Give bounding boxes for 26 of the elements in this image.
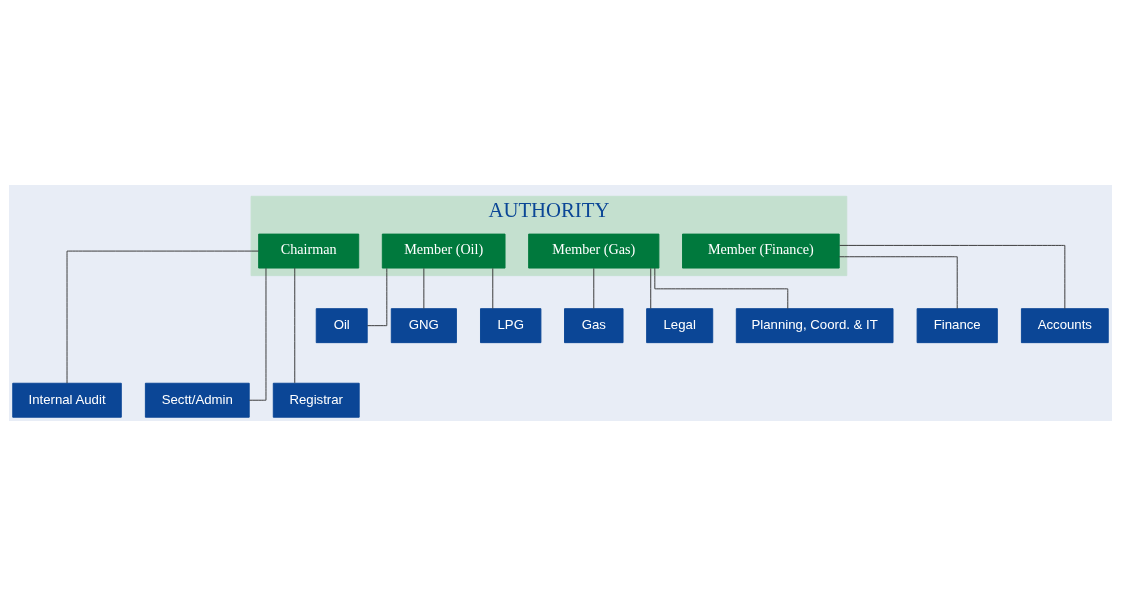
node-box: Legal xyxy=(646,307,714,343)
node-box: Chairman xyxy=(258,233,360,269)
node-box: GNG xyxy=(390,307,457,343)
connector xyxy=(654,267,789,309)
connector xyxy=(839,244,1066,309)
node-box: Registrar xyxy=(272,382,360,418)
connector xyxy=(650,267,652,309)
node-box: Finance xyxy=(916,307,998,343)
connector xyxy=(294,267,296,383)
node-box: Accounts xyxy=(1020,307,1109,343)
node-box: Member (Finance) xyxy=(682,233,840,269)
node-box: Internal Audit xyxy=(12,382,122,418)
node-box: Member (Oil) xyxy=(381,233,506,269)
connector xyxy=(593,267,595,309)
node-box: LPG xyxy=(480,307,542,343)
connector xyxy=(838,255,958,309)
connector xyxy=(492,267,494,309)
connector xyxy=(366,267,388,326)
node-box: Gas xyxy=(564,307,624,343)
node-box: Planning, Coord. & IT xyxy=(735,307,894,343)
connector xyxy=(423,267,425,309)
connector xyxy=(248,267,267,401)
node-box: Oil xyxy=(315,307,368,343)
node-box: Member (Gas) xyxy=(528,233,660,269)
connector xyxy=(66,250,260,384)
node-box: Sectt/Admin xyxy=(144,382,250,418)
